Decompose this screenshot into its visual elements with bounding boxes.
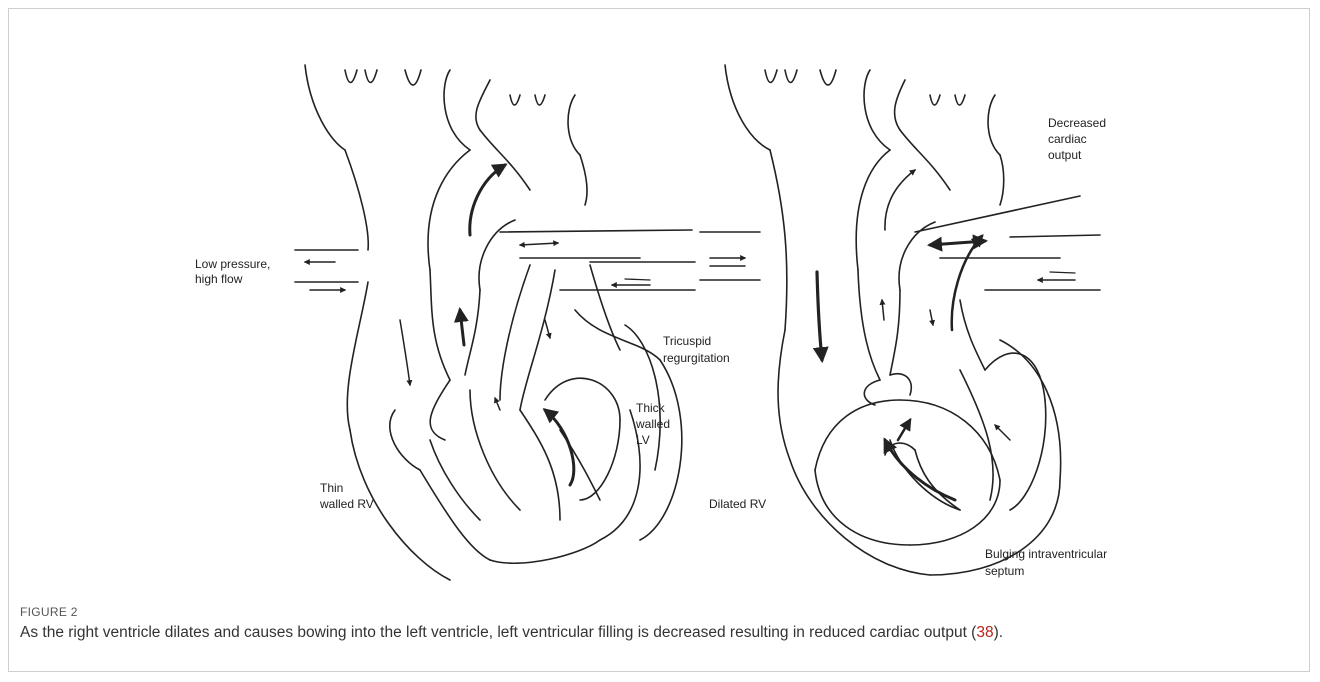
arrow-rv-up <box>460 310 464 345</box>
arrow-ra-down <box>400 320 410 385</box>
label-low-pressure-1: Low pressure, <box>195 257 270 271</box>
figure-label: FIGURE 2 <box>20 605 78 619</box>
citation-link[interactable]: 38 <box>976 624 993 641</box>
label-thin-2: walled RV <box>319 497 374 511</box>
arrow-rv-swirl-2 <box>898 420 910 440</box>
arrow-rv-swirl <box>885 440 955 500</box>
figure-caption: As the right ventricle dilates and cause… <box>20 624 1003 642</box>
right-flow-arrows <box>710 170 1075 500</box>
caption-end: ). <box>994 624 1003 641</box>
label-dilated: Dilated RV <box>709 497 766 511</box>
label-thick-1: Thick <box>636 401 666 415</box>
label-thin-1: Thin <box>320 481 343 495</box>
label-decreased-2: cardiac <box>1048 132 1087 146</box>
arrow-lv-up <box>952 236 982 330</box>
label-tricuspid-1: Tricuspid <box>663 334 711 348</box>
arrow-la-down-r <box>930 310 933 325</box>
label-decreased-1: Decreased <box>1048 116 1106 130</box>
arrow-aorta <box>470 165 505 235</box>
label-low-pressure-2: high flow <box>195 272 243 286</box>
arrow-rpv-line <box>1050 272 1075 273</box>
label-bulging-2: septum <box>985 564 1024 578</box>
label-bulging-1: Bulging intraventricular <box>985 547 1107 561</box>
arrow-lv-small <box>995 425 1010 440</box>
arrow-la-down <box>545 320 550 338</box>
arrow-rv-up-thin <box>882 300 884 320</box>
arrow-aorta-thin <box>885 170 915 230</box>
label-thick-3: LV <box>636 433 650 447</box>
arrow-lv-curve <box>545 410 574 485</box>
label-tricuspid-2: regurgitation <box>663 351 730 365</box>
heart-diagram: Low pressure, high flow Thin walled RV T… <box>0 0 1320 600</box>
label-decreased-3: output <box>1048 148 1082 162</box>
arrow-pv-line <box>625 279 650 280</box>
caption-main: As the right ventricle dilates and cause… <box>20 624 976 641</box>
right-labels: Decreased cardiac output Tricuspid regur… <box>663 116 1107 578</box>
arrow-ra-down-bold <box>817 272 822 360</box>
label-thick-2: walled <box>635 417 670 431</box>
arrow-pa-double <box>520 243 558 245</box>
